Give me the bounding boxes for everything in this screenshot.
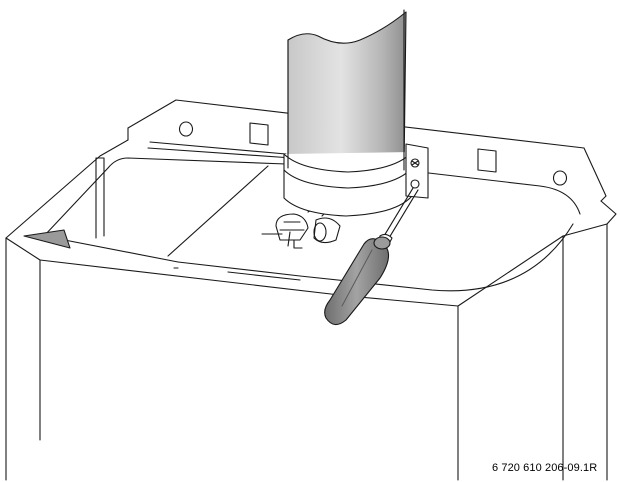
square-mounting-hole-right (477, 148, 497, 173)
boiler-casing (5, 99, 617, 481)
pipe-clamp (283, 143, 429, 217)
gas-connection-fittings (261, 205, 341, 249)
flue-pipe (287, 9, 407, 171)
round-mounting-hole-right (552, 170, 568, 186)
figure-reference-code: 6 720 610 206-09.1R (492, 462, 598, 474)
screwdriver (324, 187, 419, 326)
round-mounting-hole-left (178, 121, 194, 137)
square-mounting-hole-left (249, 122, 269, 146)
